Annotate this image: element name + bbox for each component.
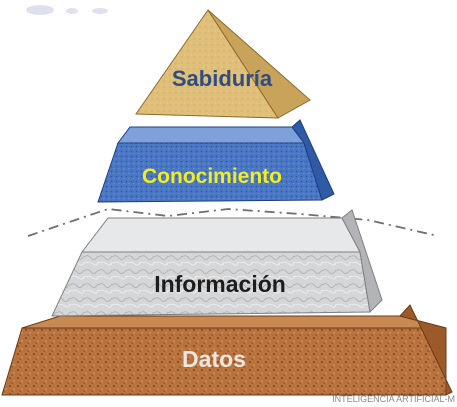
tier-sabiduria-label: Sabiduría	[172, 66, 273, 91]
tier-conocimiento: Conocimiento	[97, 119, 335, 203]
tier-datos-label: Datos	[182, 346, 246, 372]
tier-informacion-top-face	[80, 217, 361, 253]
tier-informacion: Información	[51, 209, 383, 317]
tier-informacion-right-face	[341, 209, 383, 314]
tier-informacion-label: Información	[154, 271, 286, 297]
tier-conocimiento-top-face	[117, 126, 305, 144]
tier-datos-right-face	[399, 304, 453, 396]
top-left-decoration	[26, 5, 108, 15]
separator-dashed-line	[27, 208, 439, 237]
tier-conocimiento-label: Conocimiento	[142, 165, 282, 188]
tier-conocimiento-right-face	[291, 119, 335, 201]
tier-sabiduria: Sabiduría	[135, 9, 311, 119]
tier-datos-top-face	[21, 315, 447, 329]
tier-datos: Datos	[1, 304, 453, 396]
watermark-caption: INTELIGENCIA ARTIFICIAL-M	[332, 394, 455, 404]
tier-sabiduria-right-face	[207, 9, 311, 119]
